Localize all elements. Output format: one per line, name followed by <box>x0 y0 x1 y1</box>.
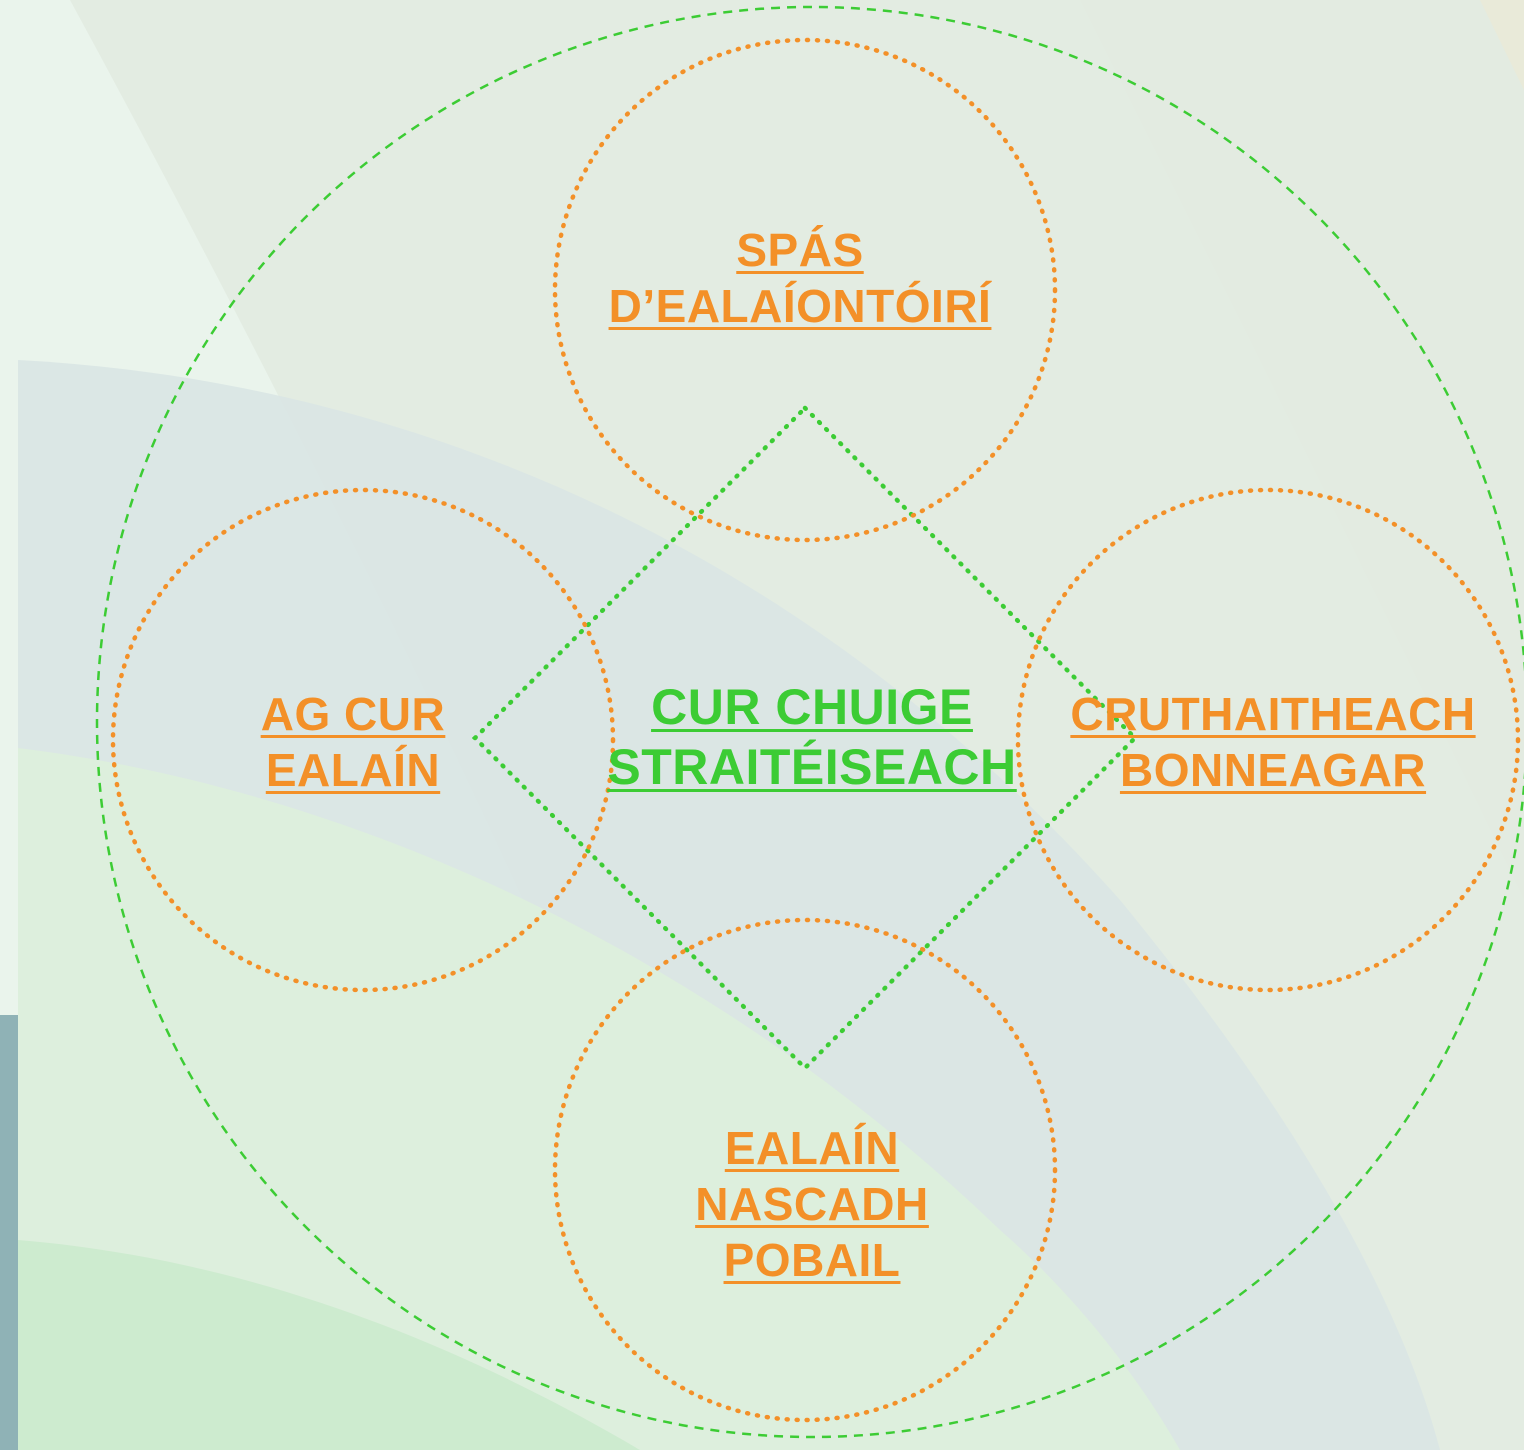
left-edge-photo-strip <box>0 1015 18 1450</box>
outer-dashed-circle <box>95 5 1524 1439</box>
background-green-band <box>18 1240 640 1450</box>
node-left-line-1: AG CUR <box>260 688 446 740</box>
center-line-2: STRAITÉISEACH <box>607 739 1017 795</box>
node-top-link[interactable]: SPÁS D’EALAÍONTÓIRÍ <box>585 222 1015 334</box>
node-top-line-2: D’EALAÍONTÓIRÍ <box>608 280 992 332</box>
center-dotted-diamond <box>471 404 1139 1072</box>
bottom-dotted-circle <box>552 917 1058 1423</box>
node-left-link[interactable]: AG CUR EALAÍN <box>213 686 493 798</box>
node-top-line-1: SPÁS <box>736 224 864 276</box>
right-dotted-circle <box>1015 487 1521 993</box>
node-right-line-2: BONNEAGAR <box>1119 744 1427 796</box>
left-dotted-circle <box>110 487 616 993</box>
node-bottom-line-2: NASCADH <box>695 1178 929 1230</box>
node-bottom-line-1: EALAÍN <box>724 1122 900 1174</box>
node-right-link[interactable]: CRUTHAITHEACH BONNEAGAR <box>1058 686 1488 798</box>
center-link[interactable]: CUR CHUIGE STRAITÉISEACH <box>592 677 1032 797</box>
top-dotted-circle <box>552 37 1058 543</box>
node-bottom-link[interactable]: EALAÍN NASCADH POBAIL <box>612 1120 1012 1288</box>
node-left-line-2: EALAÍN <box>265 744 441 796</box>
node-bottom-line-3: POBAIL <box>723 1234 901 1286</box>
node-right-line-1: CRUTHAITHEACH <box>1070 688 1476 740</box>
center-line-1: CUR CHUIGE <box>651 679 973 735</box>
background-light-green-band <box>18 748 1180 1450</box>
